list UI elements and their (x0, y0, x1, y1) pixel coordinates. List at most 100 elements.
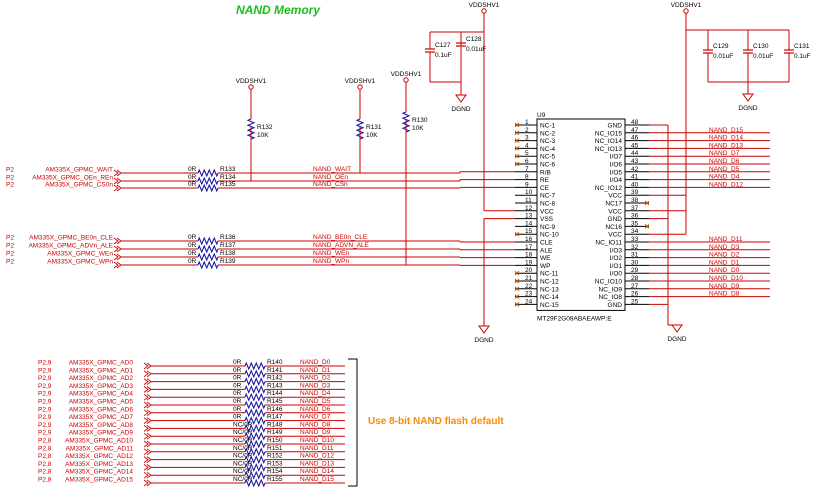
pin-name: NC-5 (540, 154, 556, 161)
signal-name: AM335X_GPMC_AD7 (69, 414, 134, 421)
resistor-ref: R138 (220, 250, 236, 257)
resistor-value: 0R (188, 234, 197, 241)
series-resistor (244, 361, 266, 371)
net-label: NAND_D1 (709, 259, 740, 266)
net-label: NAND_ADVN_ALE (313, 242, 370, 249)
signal-name: AM335X_GPMC_AD12 (65, 453, 133, 460)
series-resistor (244, 447, 266, 457)
signal-name: AM335X_GPMC_ADVn_ALE (28, 243, 113, 250)
port-connector (143, 378, 152, 385)
static-graphics: VDDSHV1C1270.1uFC1280.01uFDGNDVDDSHV1C12… (236, 2, 811, 344)
pin-name: I/O0 (610, 271, 623, 278)
signal-name: AM335X_GPMC_WPn (47, 259, 113, 266)
port-ref: P2,9 (38, 422, 52, 429)
signal-name: AM335X_GPMC_AD9 (69, 430, 134, 437)
net-label: NAND_D15 (300, 476, 334, 483)
vddshv1-label: VDDSHV1 (469, 2, 500, 9)
pin-number: 46 (631, 135, 639, 142)
series-resistor (197, 168, 219, 178)
pin-name: NC-1 (540, 123, 556, 130)
nand-chip-ref: U9 (537, 112, 546, 119)
net-label: NAND_D10 (300, 437, 334, 444)
vddshv1-pullup-rail (357, 84, 363, 90)
series-resistor (244, 377, 266, 387)
signal-name: AM335X_GPMC_AD14 (65, 469, 133, 476)
dgnd-symbol-top-left (455, 94, 467, 103)
port-connector (143, 440, 152, 448)
port-ref: P2,8 (38, 438, 52, 445)
no-connect-mark (514, 146, 520, 151)
signal-name: AM335X_GPMC_AD15 (65, 477, 133, 484)
signal-name: AM335X_GPMC_WEn (47, 251, 113, 258)
pullup-value: 10K (412, 125, 424, 132)
pin-name: NC-10 (540, 232, 559, 239)
pin-number: 11 (525, 197, 532, 204)
port-connector (143, 471, 152, 479)
pin-name: NC-11 (540, 271, 559, 278)
cap-c129-value: 0.01uF (713, 53, 733, 60)
net-label: NAND_D4 (300, 390, 331, 397)
pin-name: VCC (608, 232, 622, 239)
series-resistor (244, 455, 266, 465)
pin-name: NC_IO11 (595, 240, 622, 247)
resistor-value: 0R (233, 375, 242, 382)
port-connector (143, 456, 152, 463)
port-connector (143, 386, 152, 393)
net-label: NAND_D7 (709, 150, 740, 157)
pin-name: GND (608, 216, 623, 223)
vddshv1-label: VDDSHV1 (391, 71, 422, 78)
pin-name: VCC (608, 193, 622, 200)
port-ref: P2,8 (38, 477, 52, 484)
pin-number: 24 (525, 298, 533, 305)
pin-name: NC-12 (540, 279, 559, 286)
port-ref: P2,9 (38, 406, 52, 413)
port-connector (143, 425, 152, 432)
signal-name: AM335X_GPMC_OEn_REn (32, 175, 113, 182)
no-connect-mark (514, 122, 520, 128)
pin-number: 34 (631, 228, 639, 235)
no-connect-mark (514, 161, 520, 167)
port-connector (143, 448, 152, 456)
no-connect-mark (514, 138, 520, 143)
resistor-ref: R133 (220, 166, 236, 173)
no-connect-mark (514, 302, 520, 307)
pin-number: 31 (631, 252, 639, 259)
no-connect-mark (514, 286, 520, 292)
pin-number: 36 (631, 213, 639, 220)
resistor-value: 0R (233, 390, 242, 397)
cap-c131-value: 0.1uF (794, 53, 811, 60)
port-connector (143, 479, 152, 487)
net-label: NAND_D12 (300, 453, 334, 460)
signal-name: AM335X_GPMC_BE0n_CLE (29, 235, 113, 242)
pullup-value: 10K (257, 132, 269, 139)
pin-number: 40 (631, 181, 639, 188)
resistor-ref: R148 (267, 421, 283, 428)
resistor-ref: R147 (267, 414, 283, 421)
net-label: NAND_D8 (300, 421, 331, 428)
pin-name: NC_IO12 (595, 185, 622, 192)
net-label: NAND_D11 (300, 445, 334, 452)
vddshv1-label: VDDSHV1 (345, 78, 376, 85)
port-ref: P2 (6, 259, 14, 266)
resistor-ref: R144 (267, 390, 283, 397)
pin-number: 1 (525, 119, 529, 126)
series-resistor (244, 439, 266, 449)
pin-number: 8 (525, 174, 529, 181)
port-connector (143, 409, 152, 417)
port-ref: P2,9 (38, 399, 52, 406)
pin-name: NC-8 (540, 201, 556, 208)
port-ref: P2,9 (38, 360, 52, 367)
pin-number: 47 (631, 127, 639, 134)
series-resistor (244, 431, 266, 441)
resistor-ref: R136 (220, 234, 236, 241)
pin-number: 26 (631, 291, 639, 298)
resistor-value: 0R (233, 406, 242, 413)
resistor-value: 0R (188, 174, 197, 181)
pullup-ref: R130 (412, 117, 428, 124)
resistor-value: NC/0R (233, 476, 253, 483)
net-label: NAND_D14 (709, 135, 743, 142)
port-ref: P2,9 (38, 414, 52, 421)
pin-name: NC17 (605, 201, 622, 208)
resistor-value: 0R (188, 181, 197, 188)
